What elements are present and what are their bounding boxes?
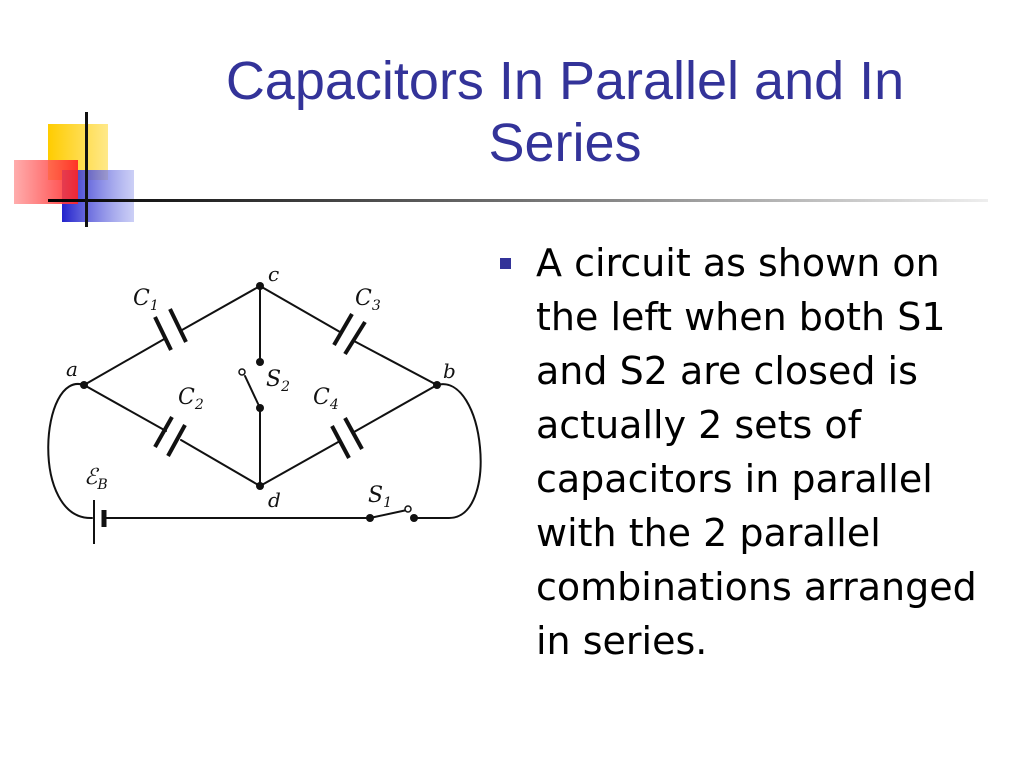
switch-s1-label: S1 xyxy=(368,483,392,511)
node-d-label: d xyxy=(268,488,281,512)
capacitor-c3-plate-2 xyxy=(343,320,367,356)
capacitor-c1-plate-1 xyxy=(153,316,173,351)
wire-c2-d xyxy=(180,439,261,487)
bullet-list: A circuit as shown on the left when both… xyxy=(500,236,1000,668)
node-c-dot xyxy=(256,282,264,290)
wire-c4-b xyxy=(353,384,438,433)
wire-c1-c xyxy=(181,285,261,331)
wire-right-loop xyxy=(413,383,482,520)
capacitor-c2-label: C2 xyxy=(178,385,204,413)
node-b-dot xyxy=(433,381,441,389)
switch-s1-contact xyxy=(410,514,418,522)
wire-a-c2 xyxy=(83,384,167,432)
slide-title: Capacitors In Parallel and In Series xyxy=(225,51,905,173)
capacitor-c4-plate-2 xyxy=(343,417,364,450)
bullet-item: A circuit as shown on the left when both… xyxy=(500,236,1000,668)
wire-c3-b xyxy=(353,340,438,386)
wire-d-c4 xyxy=(259,440,341,487)
wire-s2-blade xyxy=(244,375,261,409)
capacitor-c4-label: C4 xyxy=(313,385,339,413)
switch-s2-pivot xyxy=(256,404,264,412)
capacitor-c3-plate-1 xyxy=(332,312,354,347)
bullet-square-icon xyxy=(500,258,511,269)
node-c-label: c xyxy=(268,262,279,286)
node-a-label: a xyxy=(66,357,78,381)
switch-s2-label: S2 xyxy=(266,367,290,395)
node-b-label: b xyxy=(443,359,456,383)
node-a-dot xyxy=(80,381,88,389)
capacitor-c1-label: C1 xyxy=(133,286,159,314)
switch-s2-contact xyxy=(256,358,264,366)
capacitor-c1-plate-2 xyxy=(168,308,188,343)
switch-s1-open-contact xyxy=(404,505,412,513)
capacitor-c2-plate-2 xyxy=(166,424,187,457)
capacitor-c4-plate-1 xyxy=(330,425,351,459)
switch-s1-pivot xyxy=(366,514,374,522)
wire-left-loop xyxy=(47,383,93,520)
capacitor-c3-label: C3 xyxy=(355,286,381,314)
switch-s2-open-contact xyxy=(238,368,246,376)
wire-c-c3 xyxy=(259,285,341,333)
wire-a-c1 xyxy=(83,337,167,386)
capacitor-c2-plate-1 xyxy=(153,416,174,448)
node-d-dot xyxy=(256,482,264,490)
battery-label: ℰB xyxy=(84,465,108,493)
bullet-text: A circuit as shown on the left when both… xyxy=(536,241,977,663)
wire-s1-blade xyxy=(369,509,408,519)
